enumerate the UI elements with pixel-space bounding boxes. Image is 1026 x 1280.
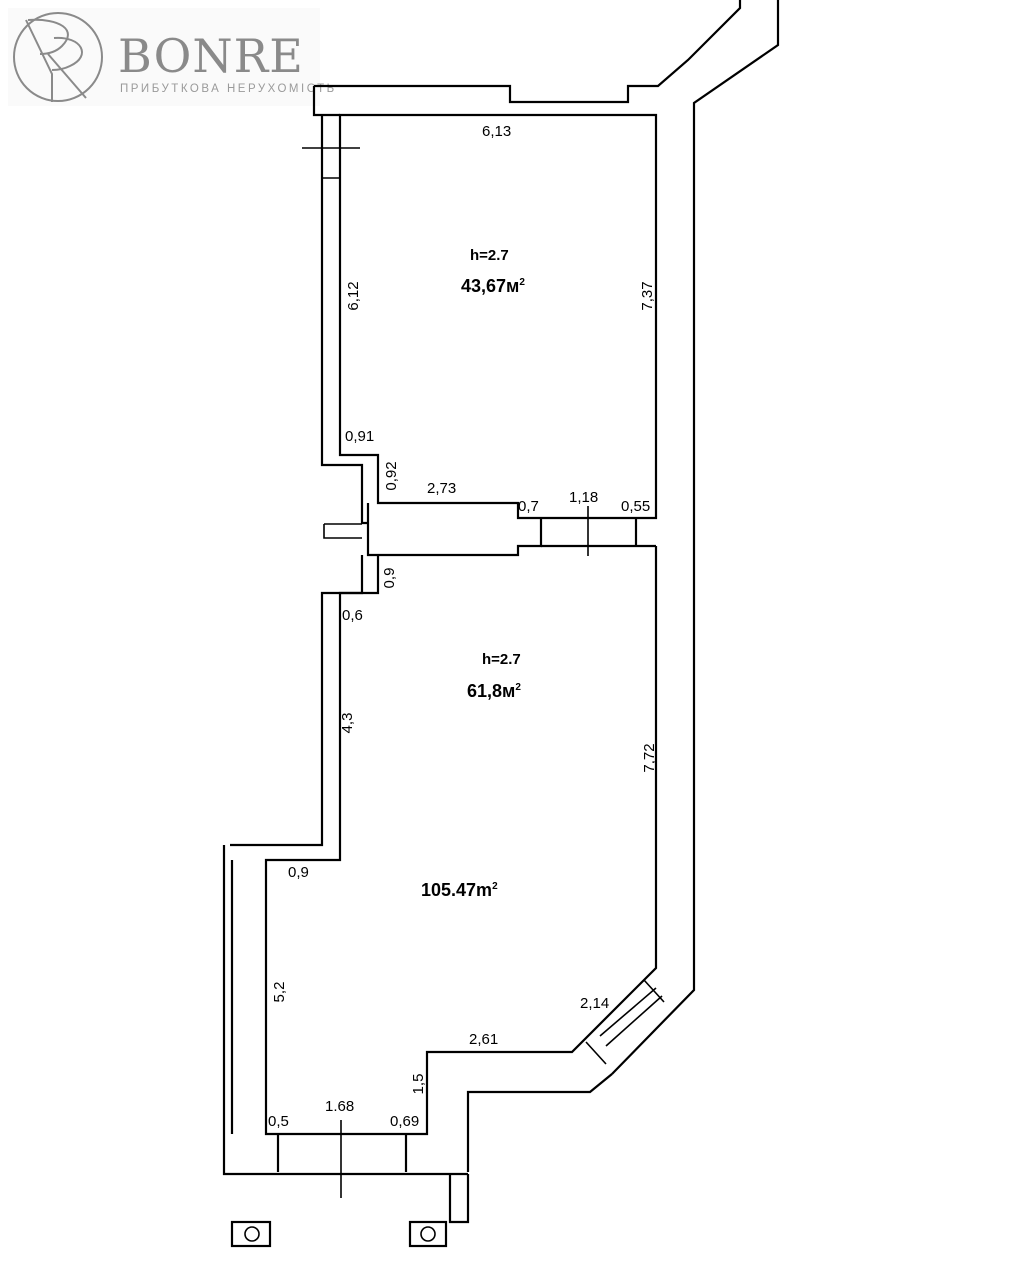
dim-door-width: 1,18 [569, 489, 598, 506]
logo-monogram-icon [13, 12, 103, 102]
lower-room-height: h=2.7 [482, 651, 521, 668]
lower-outer-wall [230, 555, 364, 847]
entrance [276, 1120, 470, 1224]
lower-room-area: 61,8м2 [467, 681, 521, 701]
company-logo: BONRE ПРИБУТКОВА НЕРУХОМІСТЬ [8, 8, 337, 106]
upper-room-area: 43,67м2 [461, 276, 525, 296]
dim-niche-top: 0,91 [345, 428, 374, 445]
dim-bottom-step: 0,9 [288, 864, 309, 881]
dim-bay-diagonal: 2,14 [580, 995, 609, 1012]
dim-lower-step: 0,9 [381, 568, 398, 589]
logo-tagline: ПРИБУТКОВА НЕРУХОМІСТЬ [120, 83, 337, 95]
dim-corridor-length: 2,73 [427, 480, 456, 497]
corridor-outline [366, 503, 543, 557]
dim-entrance-right: 0,69 [390, 1113, 419, 1130]
upper-room-outline [338, 113, 658, 520]
corridor-left-stub [323, 523, 362, 539]
left-neighbour-wall [222, 845, 468, 1176]
dim-bottom-left: 5,2 [271, 982, 288, 1003]
dim-entrance-width: 1.68 [325, 1098, 354, 1115]
dim-lower-right: 7,72 [641, 743, 658, 772]
logo-name: BONRE [118, 29, 304, 83]
dim-niche-side: 0,92 [383, 461, 400, 490]
lower-room-outline [264, 546, 658, 1136]
upper-outer-wall [320, 115, 368, 525]
upper-room-height: h=2.7 [470, 247, 509, 264]
bay-window [585, 979, 665, 1065]
dim-corridor-right: 0,55 [621, 498, 650, 515]
dim-bottom-run: 2,61 [469, 1031, 498, 1048]
dim-upper-left: 6,12 [345, 281, 362, 310]
exterior-symbols [230, 1220, 448, 1248]
dim-lower-step-top: 0,6 [342, 607, 363, 624]
total-area: 105.47m2 [421, 880, 498, 900]
dim-lower-left: 4,3 [339, 713, 356, 734]
top-wall [312, 0, 780, 1075]
dim-bottom-rise: 1,5 [410, 1074, 427, 1095]
dim-upper-right: 7,37 [639, 281, 656, 310]
bay-outer-wall [466, 1073, 613, 1172]
dim-corridor-step: 0,7 [518, 498, 539, 515]
dim-top-width: 6,13 [482, 123, 511, 140]
dim-entrance-left: 0,5 [268, 1113, 289, 1130]
